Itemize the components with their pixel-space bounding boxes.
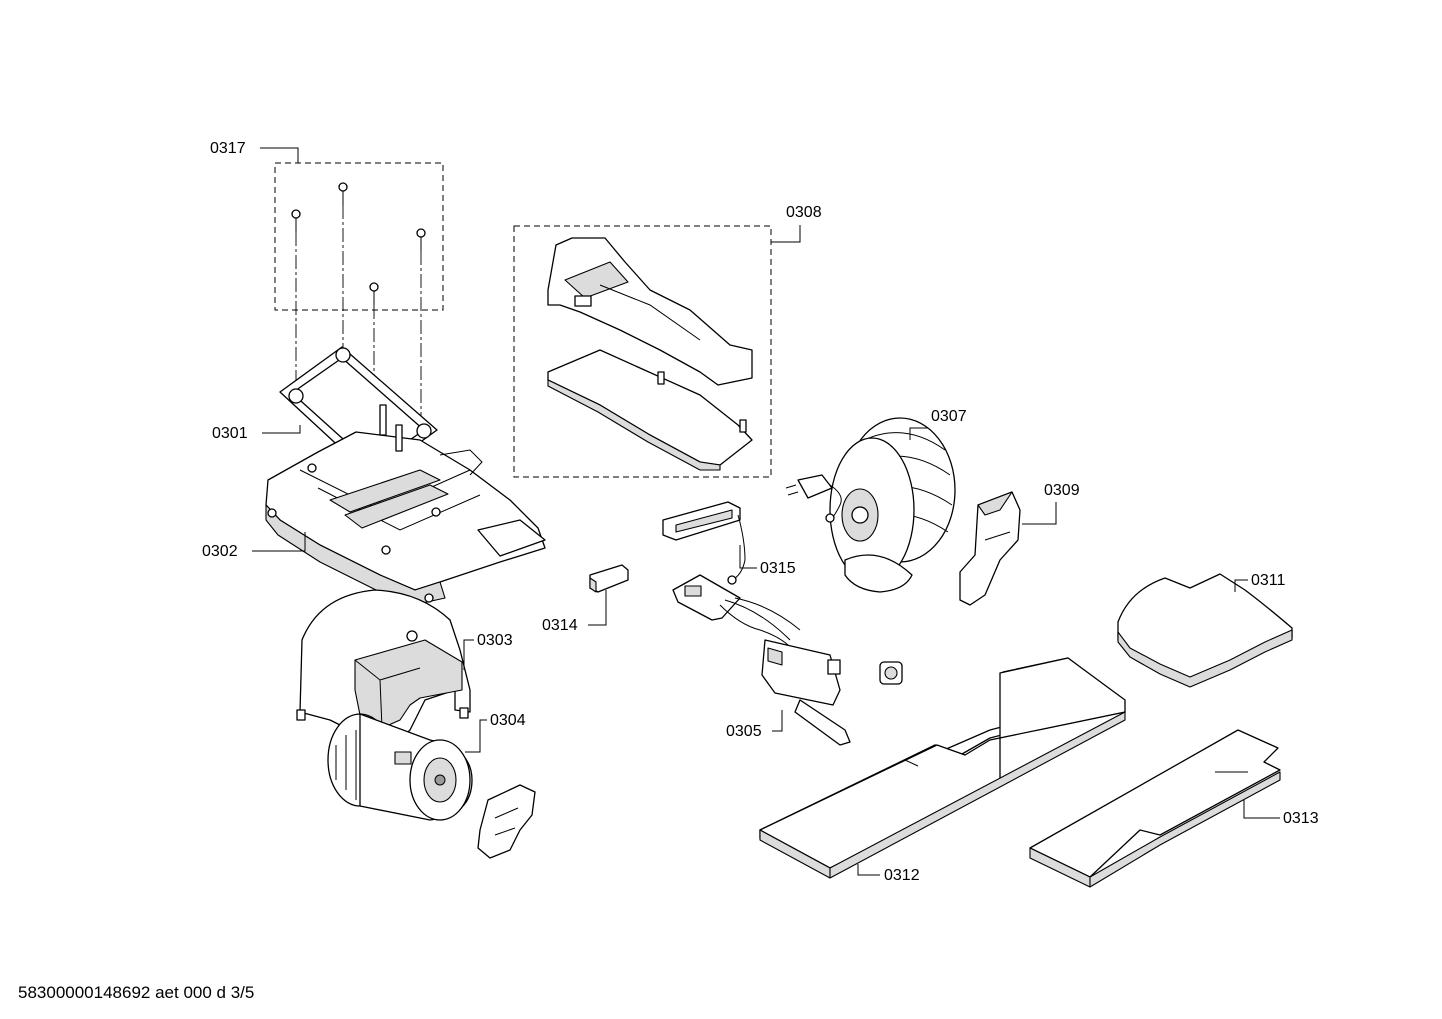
part-0305-electronics-board[interactable]: [672, 574, 851, 746]
screw-icon: [291, 182, 426, 305]
document-code: 58300000148692 aet 000 d 3/5: [18, 983, 254, 1002]
svg-text:0303: 0303: [477, 632, 513, 649]
motor-bracket-part[interactable]: [477, 784, 536, 859]
label-0305[interactable]: 0305: [726, 710, 783, 740]
part-0309-reel-bracket[interactable]: [959, 491, 1021, 606]
svg-text:0301: 0301: [212, 425, 248, 442]
part-labels: 0317 0301 0302 0303 0304 0305 0307 0308: [202, 140, 1319, 884]
part-0317-screw-kit[interactable]: [274, 162, 444, 311]
label-0307[interactable]: 0307: [909, 408, 967, 440]
plug-icon: [785, 474, 842, 523]
svg-text:0305: 0305: [726, 723, 762, 740]
label-0311[interactable]: 0311: [1234, 572, 1286, 592]
svg-text:0312: 0312: [884, 867, 920, 884]
label-0301[interactable]: 0301: [212, 425, 301, 442]
svg-text:0317: 0317: [210, 140, 246, 157]
part-0314-small-switch[interactable]: [589, 564, 629, 593]
svg-text:0304: 0304: [490, 712, 526, 729]
part-0307-cable-reel[interactable]: [785, 417, 956, 593]
connector-part[interactable]: [879, 661, 903, 685]
label-0312[interactable]: 0312: [857, 864, 920, 884]
svg-text:0314: 0314: [542, 617, 578, 634]
label-0314[interactable]: 0314: [542, 590, 607, 634]
part-0312-foam-strip[interactable]: [759, 657, 1126, 879]
part-0311-foam-pad[interactable]: [1117, 573, 1293, 688]
part-0313-foam-strip[interactable]: [1029, 729, 1281, 888]
part-0304-motor[interactable]: [327, 713, 473, 821]
assembly-axis-lines: [295, 205, 422, 470]
label-0315[interactable]: 0315: [739, 545, 796, 577]
label-0309[interactable]: 0309: [1022, 482, 1080, 525]
part-0302-base-housing[interactable]: [265, 404, 546, 605]
part-0303-motor-cover[interactable]: [296, 589, 471, 746]
part-0315-cable-switch[interactable]: [662, 501, 746, 585]
label-0308[interactable]: 0308: [771, 204, 822, 243]
svg-text:0307: 0307: [931, 408, 967, 425]
label-0302[interactable]: 0302: [202, 532, 306, 560]
label-0317[interactable]: 0317: [210, 140, 299, 163]
part-0308-duct-kit[interactable]: [513, 225, 772, 478]
svg-text:0315: 0315: [760, 560, 796, 577]
label-0304[interactable]: 0304: [465, 712, 526, 753]
svg-text:0313: 0313: [1283, 810, 1319, 827]
svg-text:0302: 0302: [202, 543, 238, 560]
svg-text:0311: 0311: [1251, 572, 1286, 589]
label-0313[interactable]: 0313: [1243, 800, 1319, 827]
svg-text:0309: 0309: [1044, 482, 1080, 499]
svg-text:0308: 0308: [786, 204, 822, 221]
label-0303[interactable]: 0303: [463, 632, 513, 670]
